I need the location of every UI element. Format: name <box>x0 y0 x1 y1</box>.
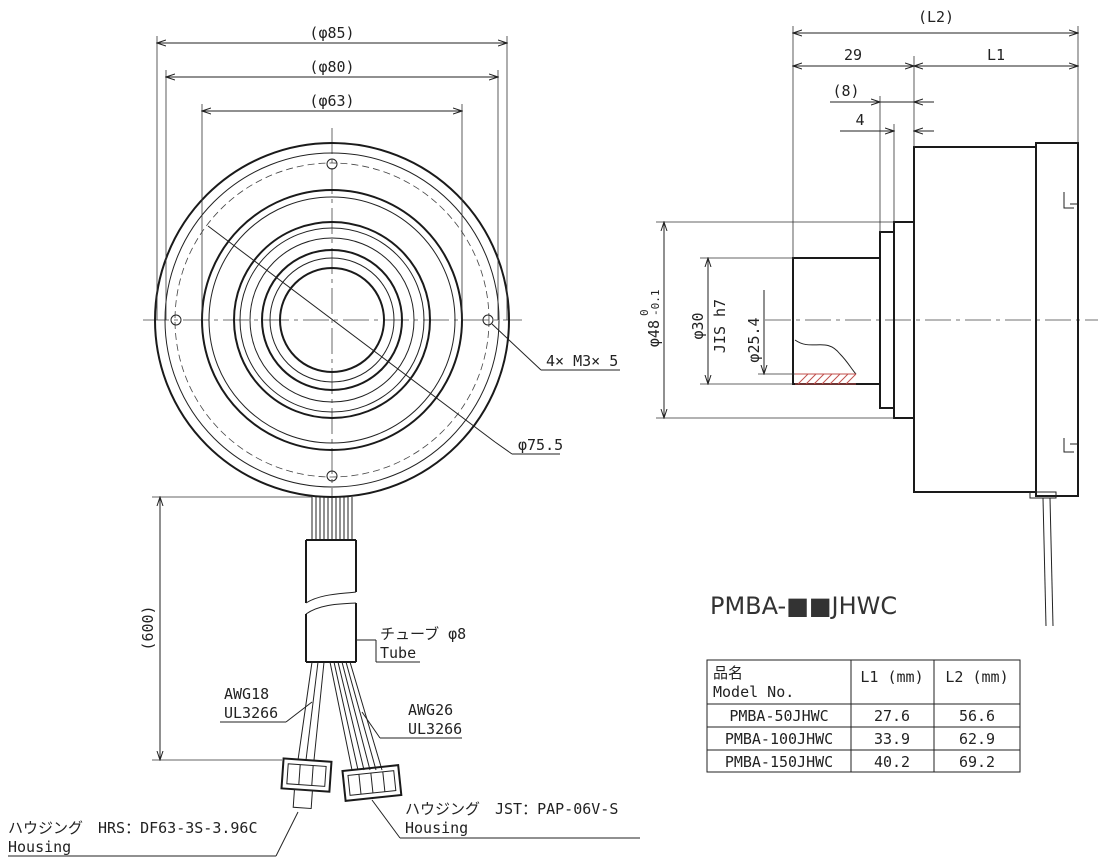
wires-awg26 <box>329 661 383 771</box>
tube-label-jp: チューブ φ8 <box>380 625 466 643</box>
flange-circle <box>164 152 500 488</box>
dim-48-upper-tol: 0 <box>638 309 651 316</box>
table-row-l1: 40.2 <box>874 753 910 771</box>
awg26-label-line1: AWG26 <box>408 701 453 719</box>
cable-bundle <box>311 497 353 540</box>
pcd-label: φ75.5 <box>518 436 563 454</box>
awg18-label-line2: UL3266 <box>224 704 278 722</box>
dim-8: (8) <box>832 82 859 100</box>
housing-jst-label-en: Housing <box>405 819 468 837</box>
housing-hrs-label-jp: ハウジング HRS：DF63-3S-3.96C <box>8 819 258 837</box>
dim-30-fit: JIS h7 <box>711 299 729 353</box>
shaft-bore-circle <box>279 267 385 373</box>
dim-l1: L1 <box>987 46 1005 64</box>
spec-table: 品名 Model No. L1 (mm) L2 (mm) PMBA-50JHWC… <box>706 659 1021 773</box>
table-row-l2: 69.2 <box>959 753 995 771</box>
motor-body <box>913 142 1079 497</box>
wires-awg18 <box>297 661 325 761</box>
front-view: (φ85) (φ80) (φ63) φ75.5 4× M3× 5 <box>8 24 640 857</box>
awg18-label-line1: AWG18 <box>224 685 269 703</box>
dim-48-lower-tol: -0.1 <box>649 290 662 317</box>
side-view: (L2) 29 L1 (8) 4 φ48 0 -0.1 φ30 JIS h7 φ… <box>638 8 1098 627</box>
table-row-l2: 56.6 <box>959 707 995 725</box>
table-row-l2: 62.9 <box>959 730 995 748</box>
dim-29: 29 <box>844 46 862 64</box>
tube <box>305 539 357 663</box>
table-row-l1: 33.9 <box>874 730 910 748</box>
side-cable <box>1029 491 1057 627</box>
table-header-name-en: Model No. <box>713 683 794 701</box>
dim-48-diameter: φ48 <box>645 320 663 347</box>
screw-hole-left <box>170 314 182 326</box>
tube-label-en: Tube <box>380 644 416 662</box>
dim-l2: (L2) <box>918 8 954 26</box>
cable-length-dim: (600) <box>139 605 157 650</box>
table-row-model: PMBA-150JHWC <box>725 753 833 771</box>
output-shaft <box>792 257 881 385</box>
jst-connector <box>341 764 403 802</box>
table-row-model: PMBA-50JHWC <box>729 707 828 725</box>
screw-hole-right <box>482 314 494 326</box>
housing-jst-label-jp: ハウジング JST：PAP-06V-S <box>405 800 618 818</box>
hrs-connector <box>280 757 333 810</box>
model-title: PMBA-■■JHWC <box>710 592 897 620</box>
awg26-label-line2: UL3266 <box>408 720 462 738</box>
table-header-name-jp: 品名 <box>713 664 743 682</box>
dim-25-diameter: φ25.4 <box>745 317 763 362</box>
dim-body-diameter: (φ63) <box>309 92 354 110</box>
dim-flange-diameter: (φ80) <box>309 58 354 76</box>
pcd-circle <box>174 162 490 478</box>
dim-outer-diameter: (φ85) <box>309 24 354 42</box>
table-row-model: PMBA-100JHWC <box>725 730 833 748</box>
table-row-l1: 27.6 <box>874 707 910 725</box>
table-header-l1: L1 (mm) <box>860 668 923 686</box>
screw-spec-label: 4× M3× 5 <box>546 352 618 370</box>
screw-hole-bottom <box>326 470 338 482</box>
table-header-l2: L2 (mm) <box>945 668 1008 686</box>
hub-outer-circle <box>233 221 431 419</box>
housing-hrs-label-en: Housing <box>8 838 71 856</box>
dim-4: 4 <box>855 111 864 129</box>
screw-hole-top <box>326 158 338 170</box>
dim-30-diameter: φ30 <box>689 312 707 339</box>
